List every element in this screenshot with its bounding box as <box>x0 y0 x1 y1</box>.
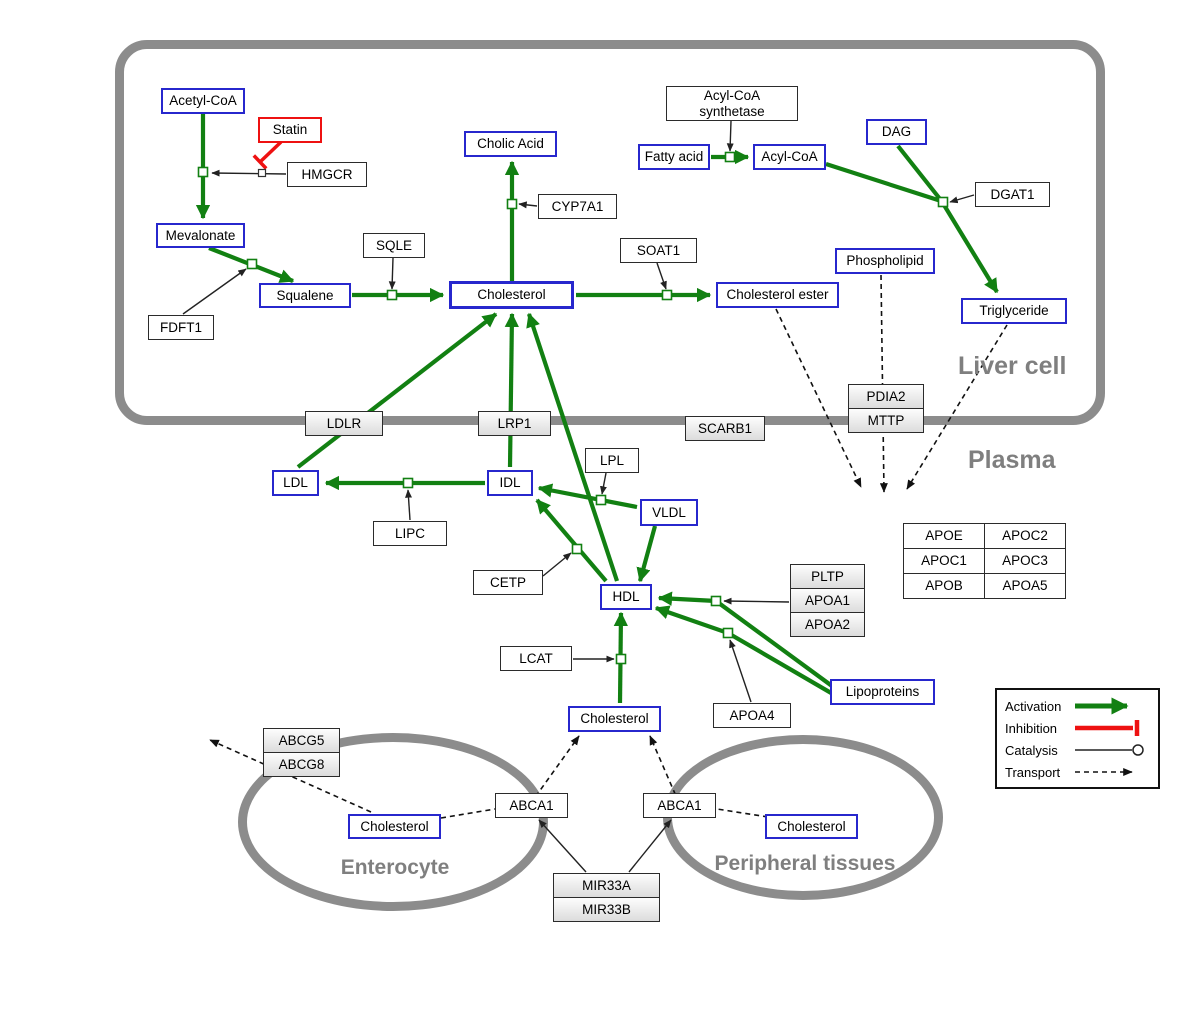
legend-activation-label: Activation <box>1005 699 1062 714</box>
node-apoa4: APOA4 <box>713 703 791 728</box>
apo-table-cell: APOC2 <box>984 523 1066 549</box>
node-lrp1: LRP1 <box>478 411 551 436</box>
edge-lipc-catalysis <box>405 489 413 521</box>
apo-table-cell: APOA5 <box>984 573 1066 599</box>
node-dag: DAG <box>866 119 927 145</box>
apo-table-cell: APOC3 <box>984 548 1066 574</box>
node-mir33b: MIR33B <box>553 897 660 922</box>
node-fdft1: FDFT1 <box>148 315 214 340</box>
apo-table-cell: APOC1 <box>903 548 985 574</box>
legend-transport-label: Transport <box>1005 765 1061 780</box>
plasma-label: Plasma <box>968 446 1056 474</box>
node-vldl: VLDL <box>640 499 698 526</box>
liver-cell-outline <box>115 40 1105 425</box>
legend: Activation Inhibition Catalysis Transpor… <box>995 688 1160 789</box>
node-lpl: LPL <box>585 448 639 473</box>
node-mevalonate: Mevalonate <box>156 223 245 248</box>
edge-cholesterolplasma-hdl <box>613 611 628 704</box>
node-apoa2: APOA2 <box>790 612 865 637</box>
node-cholesterol-ester: Cholesterol ester <box>716 282 839 308</box>
node-cholesterol-enterocyte: Cholesterol <box>348 814 441 839</box>
node-fatty-acid: Fatty acid <box>638 144 710 170</box>
node-cholesterol-peripheral: Cholesterol <box>765 814 858 839</box>
node-abcg8: ABCG8 <box>263 752 340 777</box>
liver-cell-label: Liver cell <box>958 352 1067 380</box>
node-soat1: SOAT1 <box>620 238 697 263</box>
node-squalene: Squalene <box>259 283 351 308</box>
node-lipoproteins: Lipoproteins <box>830 679 935 705</box>
node-ldlr: LDLR <box>305 411 383 436</box>
node-cholesterol-plasma: Cholesterol <box>568 706 661 732</box>
node-cetp: CETP <box>473 570 543 595</box>
node-mttp: MTTP <box>848 408 924 433</box>
node-abcg5: ABCG5 <box>263 728 340 753</box>
acyl-coa-synthetase-line1: Acyl-CoA <box>703 88 761 104</box>
edge-apoa4-catalysis <box>729 639 752 703</box>
peripheral-tissues-label: Peripheral tissues <box>714 852 896 875</box>
apo-table-cell: APOE <box>903 523 985 549</box>
edge-cetp-catalysis <box>542 552 572 577</box>
edge-hdl-idl-cetp <box>535 498 608 583</box>
node-idl: IDL <box>487 470 533 496</box>
node-pltp: PLTP <box>790 564 865 589</box>
node-acyl-coa: Acyl-CoA <box>753 144 826 170</box>
node-lcat: LCAT <box>500 646 572 671</box>
node-mir33a: MIR33A <box>553 873 660 898</box>
acyl-coa-synthetase-line2: synthetase <box>699 103 765 119</box>
node-cyp7a1: CYP7A1 <box>538 194 617 219</box>
node-acetyl-coa: Acetyl-CoA <box>161 88 245 114</box>
node-pdia2: PDIA2 <box>848 384 924 409</box>
node-abca1-right: ABCA1 <box>643 793 716 818</box>
edge-vldl-idl <box>537 483 638 510</box>
legend-catalysis-label: Catalysis <box>1005 743 1058 758</box>
node-phospholipid: Phospholipid <box>835 248 935 274</box>
node-scarb1: SCARB1 <box>685 416 765 441</box>
node-cholesterol-liver: Cholesterol <box>449 281 574 309</box>
node-ldl: LDL <box>272 470 319 496</box>
node-abca1-left: ABCA1 <box>495 793 568 818</box>
node-sqle: SQLE <box>363 233 425 258</box>
node-dgat1: DGAT1 <box>975 182 1050 207</box>
enterocyte-label: Enterocyte <box>340 856 450 879</box>
node-statin: Statin <box>258 117 322 143</box>
edge-vldl-hdl <box>636 525 658 583</box>
apo-table-cell: APOB <box>903 573 985 599</box>
legend-inhibition-label: Inhibition <box>1005 721 1058 736</box>
edge-apoa1-catalysis <box>723 597 790 605</box>
node-cholic-acid: Cholic Acid <box>464 131 557 157</box>
node-apoa1: APOA1 <box>790 588 865 613</box>
node-lipc: LIPC <box>373 521 447 546</box>
node-triglyceride: Triglyceride <box>961 298 1067 324</box>
node-hmgcr: HMGCR <box>287 162 367 187</box>
node-acyl-coa-synthetase: Acyl-CoA synthetase <box>666 86 798 121</box>
node-hdl: HDL <box>600 584 652 610</box>
edge-lpl-catalysis <box>600 472 607 495</box>
